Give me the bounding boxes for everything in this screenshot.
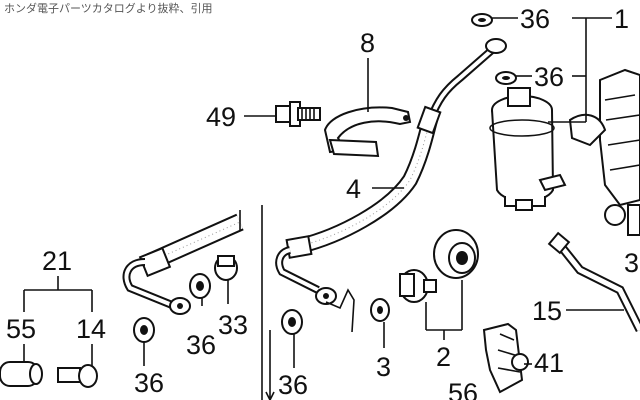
- clamp-part-8: [323, 106, 412, 158]
- callout-15: 15: [532, 296, 562, 326]
- callout-55: 55: [6, 314, 36, 344]
- fuel-hose-left: [122, 213, 244, 315]
- callout-2: 2: [436, 342, 451, 372]
- fuel-pipe-part-15: [547, 231, 640, 333]
- callout-36-lower-left: 36: [134, 368, 164, 398]
- fuel-hose-part-4: [275, 38, 507, 305]
- callout-3: 3: [376, 352, 391, 382]
- joint-part-55: [0, 361, 43, 387]
- bolt-part-33: [214, 255, 238, 281]
- callout-21: 21: [42, 246, 72, 276]
- damper-part-2: [399, 229, 479, 303]
- callout-8: 8: [360, 28, 375, 58]
- callout-4: 4: [346, 174, 361, 204]
- callout-49: 49: [206, 102, 236, 132]
- callout-36-upper: 36: [534, 62, 564, 92]
- clip-part-41: [482, 322, 529, 394]
- callout-56: 56: [448, 378, 478, 400]
- callout-36-middle: 36: [278, 370, 308, 400]
- callout-41: 41: [534, 348, 564, 378]
- leader-lines: [23, 17, 624, 368]
- callout-33: 33: [218, 310, 248, 340]
- callout-36-left: 36: [186, 330, 216, 360]
- callout-3-right: 3: [624, 248, 639, 278]
- callout-36-top: 36: [520, 4, 550, 34]
- bolt-part-14: [57, 364, 98, 388]
- callout-14: 14: [76, 314, 106, 344]
- caption-text: ホンダ電子パーツカタログより抜粋、引用: [4, 1, 213, 15]
- fuel-filter-part-1: [489, 87, 567, 211]
- callout-1: 1: [614, 4, 629, 34]
- bolt-part-49: [275, 101, 321, 127]
- engine-bracket-right: [568, 68, 640, 236]
